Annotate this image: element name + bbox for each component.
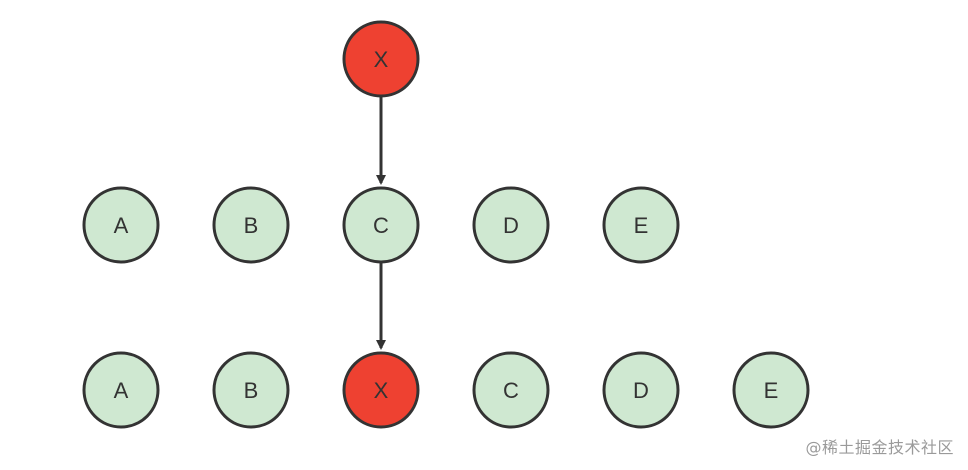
after-node: E (732, 351, 810, 429)
before-node-label: A (114, 213, 129, 238)
after-node-circle (472, 351, 550, 429)
after-node-circle (82, 351, 160, 429)
after-row: A B X C D E (82, 351, 810, 429)
before-row: A B C D E (82, 186, 680, 264)
before-node-circle (602, 186, 680, 264)
watermark: @稀土掘金技术社区 (805, 438, 954, 457)
before-node-label: D (503, 213, 519, 238)
before-node-label: E (634, 213, 649, 238)
before-node-label: B (244, 213, 259, 238)
after-node: X (342, 351, 420, 429)
before-node: B (212, 186, 290, 264)
after-node: C (472, 351, 550, 429)
after-node-circle (602, 351, 680, 429)
before-node: E (602, 186, 680, 264)
top-node-circle (342, 20, 420, 98)
before-node-circle (342, 186, 420, 264)
after-node-label: B (244, 378, 259, 403)
top-node: X (342, 20, 420, 98)
before-node: D (472, 186, 550, 264)
after-node-label: D (633, 378, 649, 403)
after-node: B (212, 351, 290, 429)
after-node-circle (732, 351, 810, 429)
after-node-label: A (114, 378, 129, 403)
before-node: A (82, 186, 160, 264)
before-node-circle (82, 186, 160, 264)
after-node-label: C (503, 378, 519, 403)
top-node-label: X (374, 47, 389, 72)
before-node-label: C (373, 213, 389, 238)
after-node: A (82, 351, 160, 429)
after-node: D (602, 351, 680, 429)
before-node-circle (472, 186, 550, 264)
after-node-label: X (374, 378, 389, 403)
before-node: C (342, 186, 420, 264)
after-node-circle (342, 351, 420, 429)
after-node-label: E (764, 378, 779, 403)
after-node-circle (212, 351, 290, 429)
before-node-circle (212, 186, 290, 264)
